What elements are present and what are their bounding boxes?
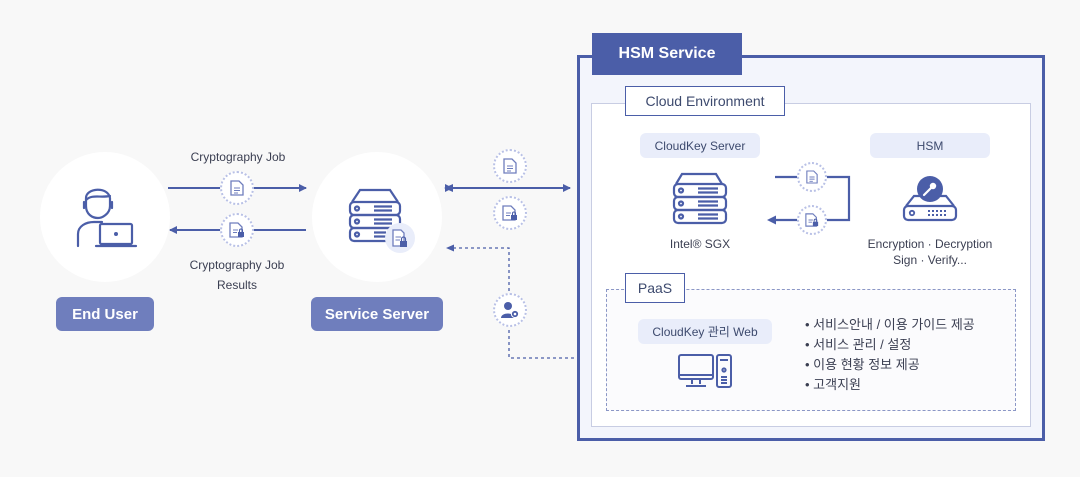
hsm-caption-line1: Encryption · Decryption (867, 237, 993, 251)
server-icon (348, 188, 415, 253)
user-settings-icon (493, 293, 527, 327)
request-label: Cryptography Job (190, 150, 286, 164)
cloudkey-server-caption: Intel® SGX (669, 237, 731, 251)
end-user-node (40, 152, 170, 282)
response-label-line2: Results (216, 278, 257, 292)
cloudkey-server-label: CloudKey Server (640, 133, 760, 158)
hsm-service-title: HSM Service (592, 33, 742, 75)
document-icon (797, 162, 827, 192)
paas-feature-2: • 서비스 관리 / 설정 (805, 337, 912, 352)
locked-document-icon (797, 205, 827, 235)
bidirectional-arrow-start (444, 184, 453, 192)
response-label-line1: Cryptography Job (189, 258, 285, 272)
document-icon (493, 149, 527, 183)
paas-container (606, 289, 1016, 411)
user-laptop-icon (76, 188, 138, 248)
paas-feature-1: • 서비스안내 / 이용 가이드 제공 (805, 317, 975, 332)
hsm-caption-line2: Sign · Verify... (893, 253, 967, 267)
bidirectional-arrow (445, 184, 571, 192)
cloudkey-server-icon (672, 172, 728, 225)
paas-feature-4: • 고객지원 (805, 377, 862, 392)
paas-title: PaaS (625, 273, 685, 303)
cloud-environment-title: Cloud Environment (625, 86, 785, 116)
locked-document-icon (493, 196, 527, 230)
locked-document-icon (220, 213, 254, 247)
hsm-key-drive-icon (902, 176, 958, 222)
document-icon (220, 171, 254, 205)
cloudkey-web-label: CloudKey 관리 Web (638, 319, 772, 344)
paas-feature-3: • 이용 현황 정보 제공 (805, 357, 920, 372)
end-user-label: End User (56, 297, 154, 331)
desktop-computer-icon (678, 354, 732, 388)
hsm-label: HSM (870, 133, 990, 158)
service-server-label: Service Server (311, 297, 443, 331)
service-server-node (312, 152, 442, 282)
